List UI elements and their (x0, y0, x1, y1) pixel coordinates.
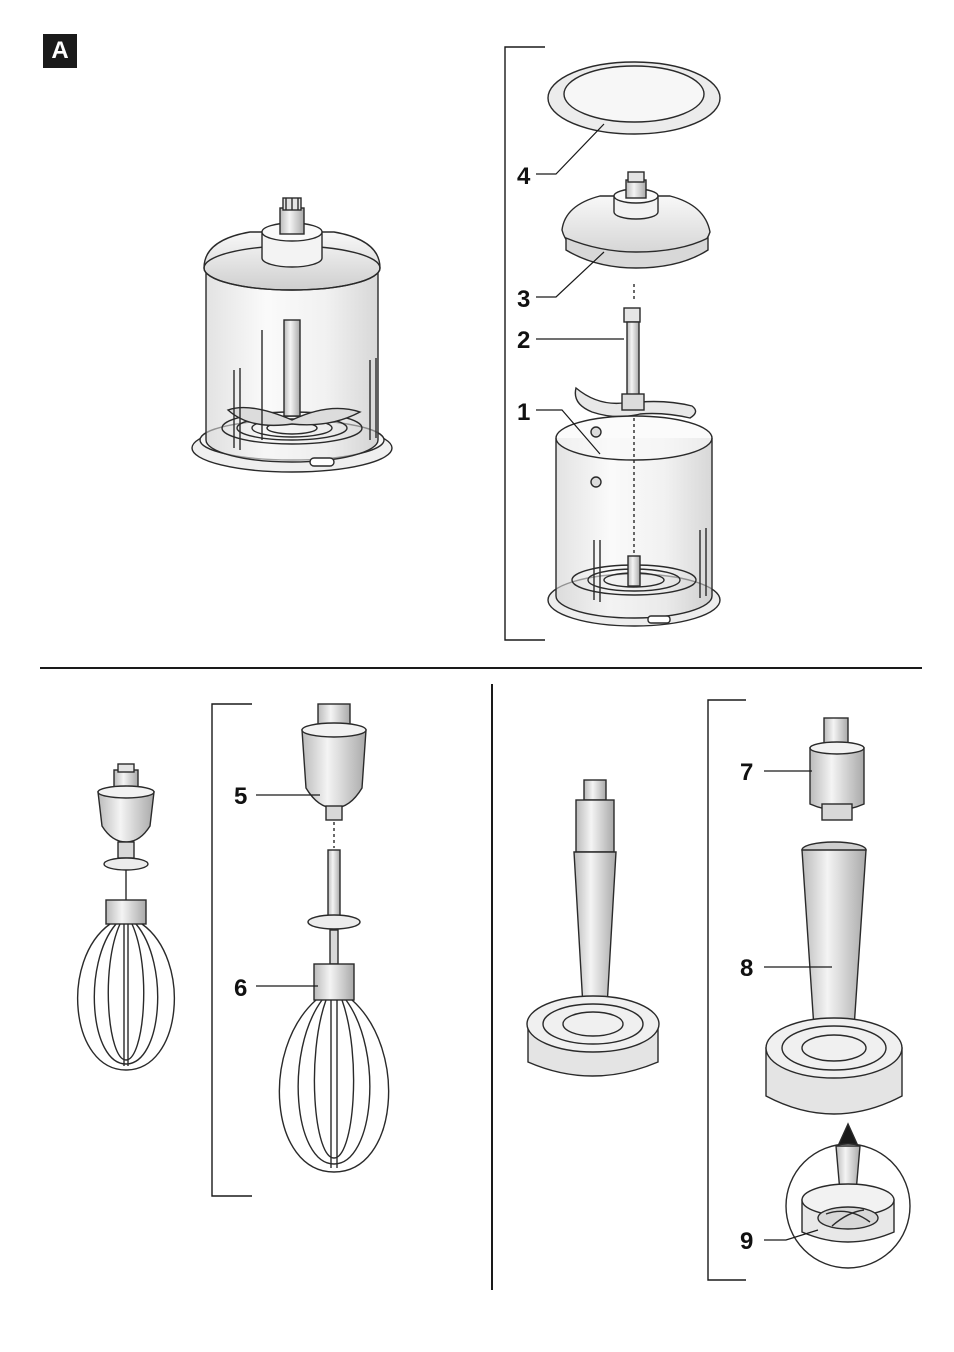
leader-lines-bottom-left (256, 795, 320, 986)
callout-1: 1 (517, 399, 530, 426)
part-7-gear-coupler (810, 718, 864, 820)
callout-2: 2 (517, 327, 530, 354)
assembled-chopper-bowl (192, 198, 392, 472)
callout-6: 6 (234, 975, 247, 1002)
assembled-masher (527, 780, 659, 1076)
callout-7: 7 (740, 759, 753, 786)
part-9-detail-view (786, 1124, 910, 1268)
part-8-masher-shaft (766, 842, 902, 1114)
part-6-whisk (279, 850, 388, 1172)
part-5-gear-coupler (302, 704, 366, 848)
callout-9: 9 (740, 1228, 753, 1255)
callout-3: 3 (517, 286, 530, 313)
bracket-bottom-right (708, 700, 746, 1280)
part-2-blade (575, 284, 695, 418)
callout-8: 8 (740, 955, 753, 982)
callout-5: 5 (234, 783, 247, 810)
part-4-lid (548, 62, 720, 134)
part-1-bowl (548, 416, 720, 626)
callout-4: 4 (517, 163, 531, 190)
bracket-bottom-left (212, 704, 252, 1196)
assembled-whisk (78, 764, 175, 1070)
part-3-cover (562, 172, 710, 268)
